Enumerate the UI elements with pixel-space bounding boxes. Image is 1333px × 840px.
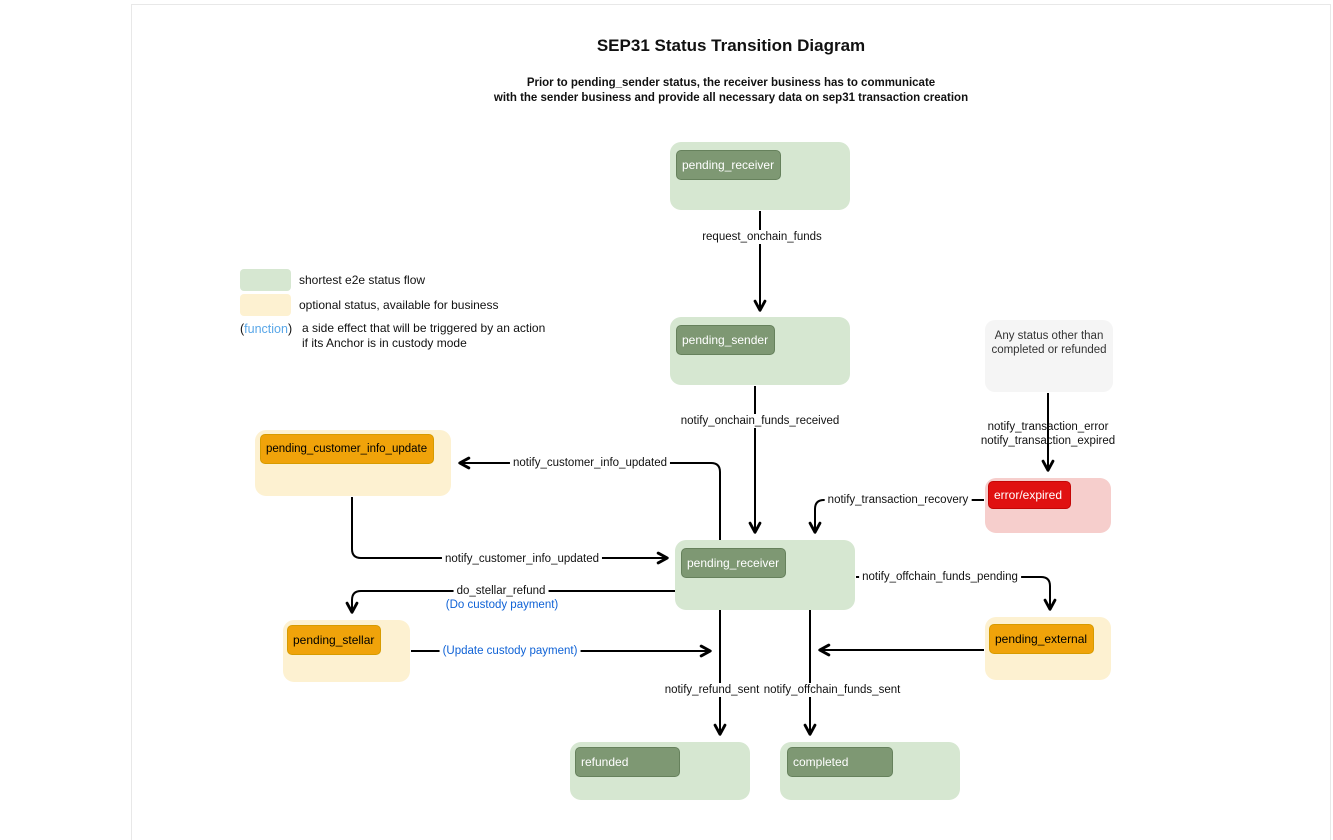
node-label-completed: completed [787, 747, 893, 777]
legend-yellow-swatch [240, 294, 291, 316]
legend-yellow-label: optional status, available for business [299, 298, 499, 312]
node-label-pending-sender: pending_sender [676, 325, 776, 355]
function-desc-line-2: if its Anchor is in custody mode [302, 336, 467, 350]
legend-function-token: (function) [240, 322, 292, 336]
function-paren-open: ( [240, 322, 245, 336]
edge-label-notify-offchain-funds-pending: notify_offchain_funds_pending [859, 570, 1021, 584]
node-pending-sender: pending_sender [670, 317, 850, 385]
edge-label-notify-offchain-funds-sent: notify_offchain_funds_sent [760, 683, 904, 697]
any-status-text: Any status other than completed or refun… [985, 320, 1113, 357]
node-label-pending-stellar: pending_stellar [287, 625, 382, 655]
node-pending-customer-info-update: pending_customer_info_update [255, 430, 451, 496]
edge-label-notify-customer-info-updated-top: notify_customer_info_updated [509, 456, 671, 470]
node-pending-stellar: pending_stellar [283, 620, 410, 682]
function-paren-close: ) [287, 322, 293, 336]
diagram-title: SEP31 Status Transition Diagram [596, 36, 866, 55]
node-label-error-expired: error/expired [988, 481, 1072, 509]
node-error-expired: error/expired [985, 478, 1111, 533]
node-label-pending-customer-info-update: pending_customer_info_update [260, 434, 435, 464]
function-word: function [244, 322, 288, 336]
subtitle-line-2: with the sender business and provide all… [493, 92, 969, 104]
node-pending-receiver-top: pending_receiver [670, 142, 850, 210]
edge-label-notify-customer-info-updated-bottom: notify_customer_info_updated [441, 552, 603, 566]
edge-label-notify-transaction-error: notify_transaction_error [987, 421, 1109, 433]
subtitle-line-1: Prior to pending_sender status, the rece… [526, 77, 936, 89]
diagram-subtitle: Prior to pending_sender status, the rece… [131, 76, 1331, 106]
edge-label-do-stellar-refund: do_stellar_refund [453, 584, 549, 598]
node-any-status: Any status other than completed or refun… [985, 320, 1113, 392]
edge-label-notify-onchain-funds-received: notify_onchain_funds_received [677, 414, 843, 428]
legend-green-label: shortest e2e status flow [299, 273, 426, 287]
edge-label-notify-refund-sent: notify_refund_sent [661, 683, 763, 697]
edge-label-do-custody-payment: (Do custody payment) [445, 599, 559, 611]
legend-function-desc: a side effect that will be triggered by … [302, 321, 545, 351]
node-label-pending-receiver-mid: pending_receiver [681, 548, 787, 578]
node-label-pending-receiver-top: pending_receiver [676, 150, 782, 180]
any-status-line-1: Any status other than [994, 330, 1104, 342]
node-refunded: refunded [570, 742, 750, 800]
function-desc-line-1: a side effect that will be triggered by … [302, 321, 546, 335]
legend-green-swatch [240, 269, 291, 291]
node-label-refunded: refunded [575, 747, 680, 777]
node-pending-receiver-mid: pending_receiver [675, 540, 855, 610]
node-completed: completed [780, 742, 960, 800]
edge-label-update-custody-payment: (Update custody payment) [439, 644, 581, 658]
edge-label-notify-transaction-expired: notify_transaction_expired [980, 435, 1116, 447]
node-pending-external: pending_external [985, 617, 1111, 680]
any-status-line-2: completed or refunded [991, 344, 1107, 356]
node-label-pending-external: pending_external [989, 624, 1095, 654]
edge-label-notify-transaction-recovery: notify_transaction_recovery [824, 493, 972, 507]
edge-label-request-onchain-funds: request_onchain_funds [699, 230, 825, 244]
